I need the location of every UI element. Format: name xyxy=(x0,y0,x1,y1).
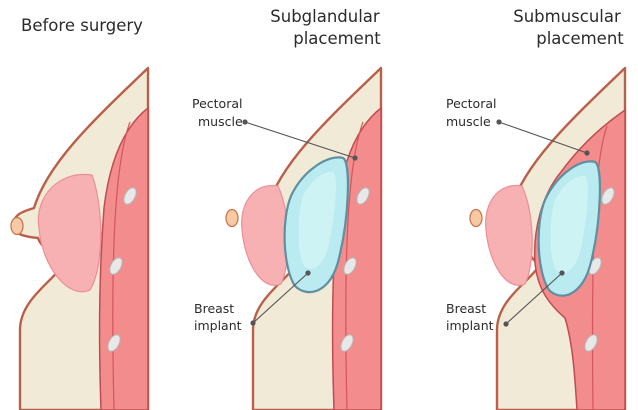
breast-illustration xyxy=(10,66,150,410)
rib-bone xyxy=(340,334,354,352)
callout-label-line-2: implant xyxy=(194,318,242,333)
leader-line xyxy=(498,121,588,154)
leader-dot xyxy=(584,150,590,156)
leader-line xyxy=(505,272,563,325)
panel-subglandular: Subglandular placement Pectoral muscle B… xyxy=(192,7,383,410)
leader-dot xyxy=(242,119,248,125)
breast-implant xyxy=(283,156,349,294)
panel-before-surgery: Before surgery xyxy=(10,16,150,410)
leader-dot xyxy=(352,155,358,161)
breast-illustration xyxy=(469,66,627,410)
pectoral-muscle-callout: Pectoral muscle xyxy=(446,96,590,156)
callout-label-line-2: implant xyxy=(446,318,494,333)
callout-label-line-1: Breast xyxy=(446,301,486,316)
rib-bone xyxy=(343,257,357,275)
leader-dot xyxy=(496,119,502,125)
callout-label-line-1: Breast xyxy=(194,301,234,316)
breast-implant-callout: Breast implant xyxy=(194,270,311,333)
rib-bone xyxy=(123,187,137,205)
pectoral-muscle-callout: Pectoral muscle xyxy=(192,96,358,161)
nipple xyxy=(469,208,483,228)
leader-dot xyxy=(250,320,256,326)
leader-dot xyxy=(559,270,565,276)
callout-label-line-1: Pectoral xyxy=(446,96,496,111)
mammary-gland xyxy=(485,184,533,286)
rib-bone xyxy=(356,187,370,205)
mammary-gland xyxy=(241,184,289,286)
panel-title-line-1: Subglandular xyxy=(270,7,380,26)
rib-bone xyxy=(601,187,615,205)
nipple xyxy=(225,208,239,228)
mammary-gland xyxy=(37,173,102,293)
callout-label-line-2: muscle xyxy=(198,114,243,129)
panel-title-line-2: placement xyxy=(536,29,624,48)
panel-submuscular: Submuscular placement Pectoral muscle xyxy=(446,7,627,410)
nipple xyxy=(10,216,24,236)
leader-dot xyxy=(305,270,311,276)
breast-illustration xyxy=(225,66,383,410)
leader-line xyxy=(252,272,309,324)
rib-bone xyxy=(109,257,123,275)
rib-bone xyxy=(584,334,598,352)
breast-implant xyxy=(537,160,601,297)
callout-label-line-1: Pectoral xyxy=(192,96,242,111)
callout-label-line-2: muscle xyxy=(446,114,491,129)
leader-dot xyxy=(503,321,509,327)
panel-title-line-2: placement xyxy=(293,29,381,48)
panel-title-line-1: Submuscular xyxy=(513,7,621,26)
rib-bone xyxy=(107,334,121,352)
panel-title: Before surgery xyxy=(21,16,143,35)
breast-implant-callout: Breast implant xyxy=(446,270,565,333)
leader-line xyxy=(244,121,356,159)
